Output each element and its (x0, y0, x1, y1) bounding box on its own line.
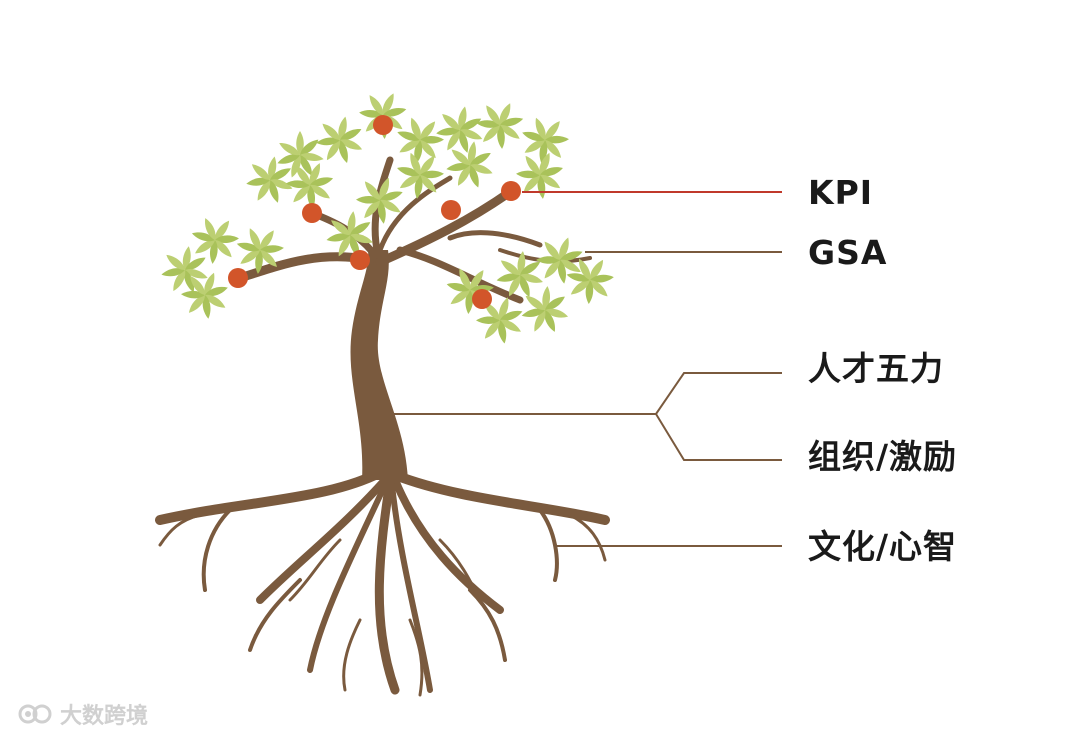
fruit (472, 289, 492, 309)
kpi-label: KPI (808, 176, 873, 209)
watermark: 大数跨境 (18, 698, 148, 730)
talent-label: 人才五力 (808, 352, 944, 385)
tree-roots (160, 470, 605, 695)
gsa-label: GSA (808, 236, 887, 269)
trunk-connector-bracket-lower (656, 414, 782, 460)
fruit (441, 200, 461, 220)
culture-mind-label: 文化/心智 (808, 530, 957, 563)
fruit (302, 203, 322, 223)
fruit (501, 181, 521, 201)
fruit (373, 115, 393, 135)
fruit (350, 250, 370, 270)
fruit (228, 268, 248, 288)
trunk-connector-bracket (388, 373, 782, 414)
watermark-text: 大数跨境 (60, 698, 148, 730)
org-incentive-label: 组织/激励 (808, 440, 957, 473)
brand-logo-icon (18, 701, 54, 727)
tree-trunk (351, 250, 408, 480)
